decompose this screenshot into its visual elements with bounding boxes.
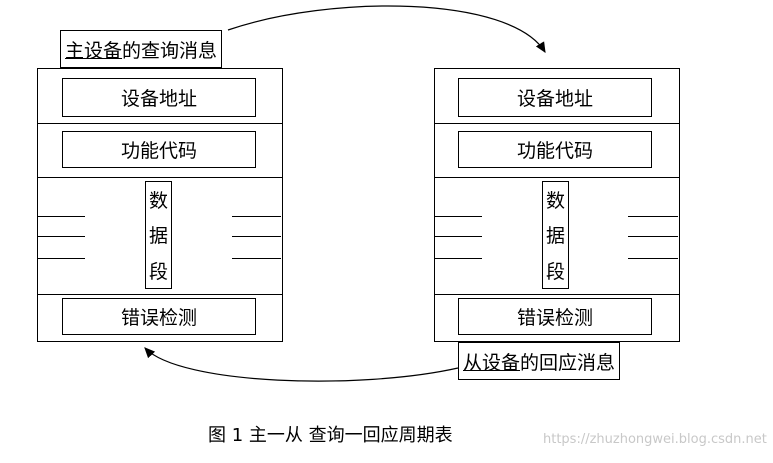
- response-arrow: [144, 347, 459, 382]
- master-query-label: 主设备的查询消息: [60, 30, 223, 68]
- response-message-text: 的回应消息: [520, 351, 616, 374]
- data-char-2: 据: [148, 225, 168, 248]
- address-label: 设备地址: [516, 88, 593, 110]
- slave-frame-separator: [434, 294, 679, 295]
- slave-address-field: 设备地址: [458, 78, 652, 117]
- data-line: [434, 236, 482, 237]
- slave-data-field: 数 据 段: [542, 181, 569, 289]
- error-check-label: 错误检测: [516, 307, 593, 329]
- data-line: [628, 236, 678, 237]
- query-message-text: 的查询消息: [122, 39, 218, 62]
- figure-caption: 图 1 主一从 查询一回应周期表: [208, 425, 453, 446]
- address-label: 设备地址: [120, 88, 197, 110]
- master-device-text: 主设备: [65, 39, 123, 62]
- query-arrow: [227, 5, 546, 54]
- slave-frame-separator: [434, 123, 679, 124]
- error-check-label: 错误检测: [120, 307, 197, 329]
- data-char-1: 数: [545, 190, 565, 213]
- master-address-field: 设备地址: [62, 78, 256, 117]
- slave-function-field: 功能代码: [458, 131, 652, 168]
- data-line: [232, 236, 281, 237]
- data-line: [434, 258, 482, 259]
- data-line: [628, 258, 678, 259]
- watermark: https://zhuzhongwei.blog.csdn.net: [543, 432, 767, 447]
- data-line: [232, 216, 281, 217]
- master-frame-separator: [37, 177, 282, 178]
- data-char-3: 段: [545, 260, 565, 283]
- data-char-3: 段: [148, 260, 168, 283]
- slave-response-label: 从设备的回应消息: [458, 342, 621, 380]
- slave-device-text: 从设备: [463, 351, 521, 374]
- slave-frame-separator: [434, 177, 679, 178]
- master-frame-separator: [37, 294, 282, 295]
- data-line: [434, 216, 482, 217]
- data-line: [37, 258, 85, 259]
- data-line: [628, 216, 678, 217]
- data-line: [37, 216, 85, 217]
- data-line: [37, 236, 85, 237]
- function-label: 功能代码: [516, 140, 593, 162]
- master-frame-separator: [37, 123, 282, 124]
- data-line: [232, 258, 281, 259]
- master-function-field: 功能代码: [62, 131, 256, 168]
- function-label: 功能代码: [120, 140, 197, 162]
- master-data-field: 数 据 段: [145, 181, 172, 289]
- data-char-1: 数: [148, 190, 168, 213]
- master-error-check-field: 错误检测: [62, 298, 256, 335]
- data-char-2: 据: [545, 225, 565, 248]
- slave-error-check-field: 错误检测: [458, 298, 652, 335]
